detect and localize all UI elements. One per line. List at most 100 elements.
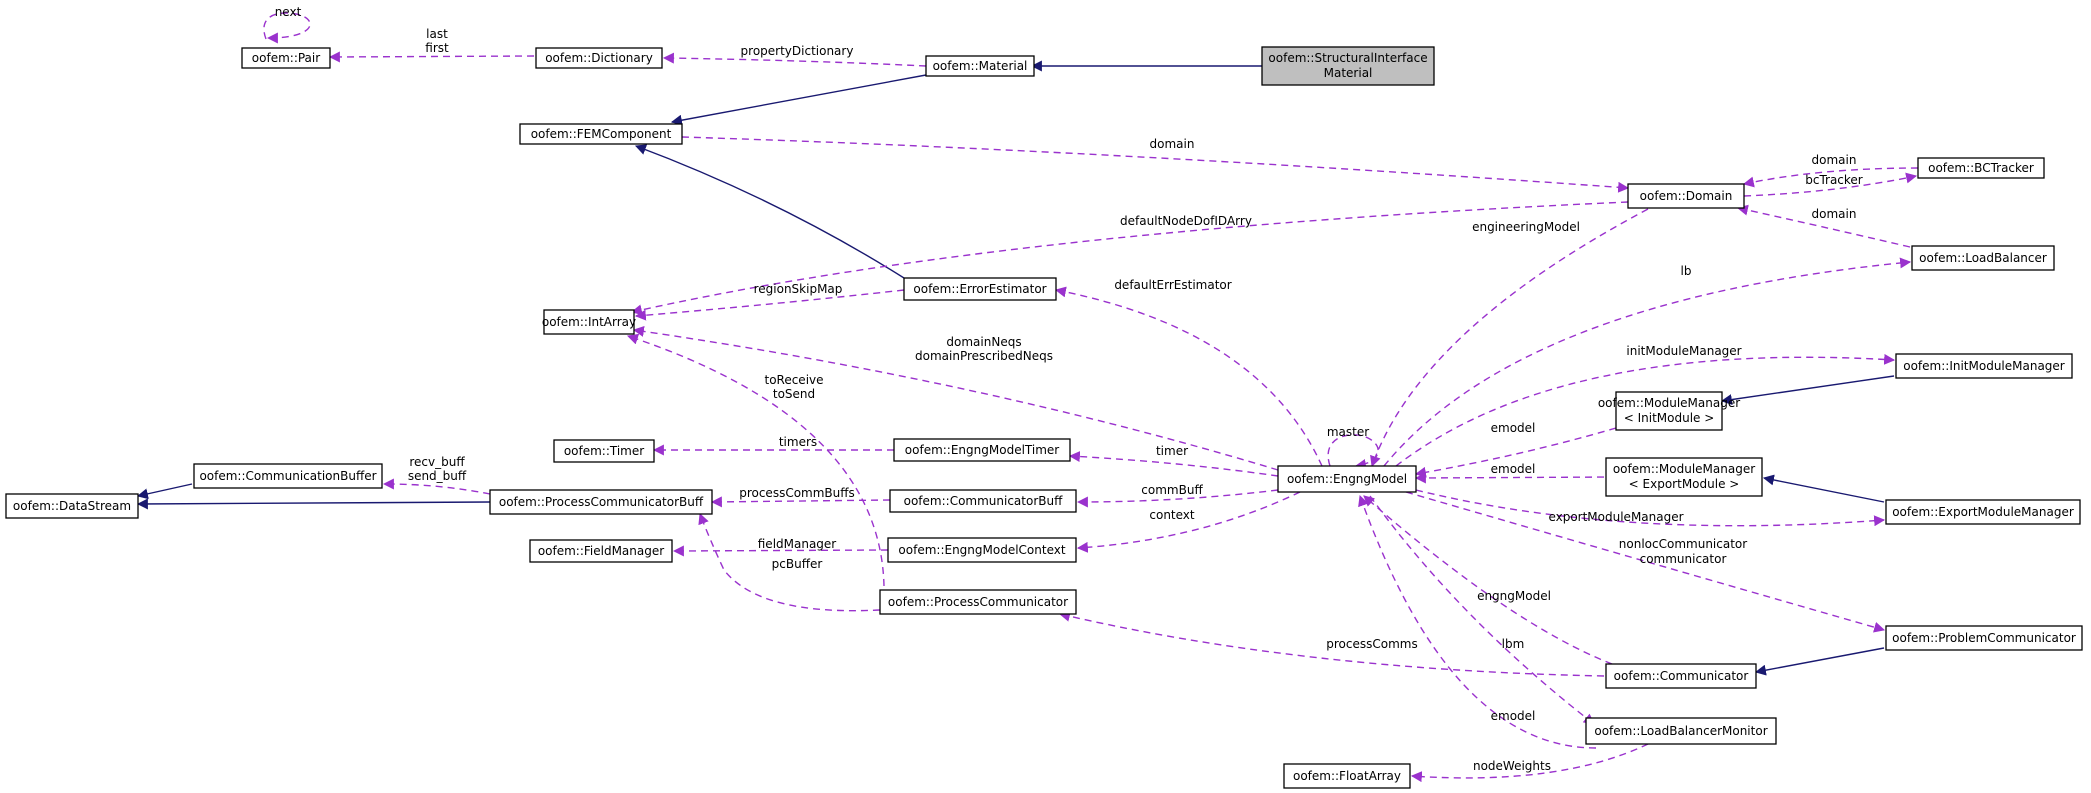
label-send-buff: send_buff	[408, 469, 467, 483]
node-structural-label-line1: oofem::StructuralInterface	[1268, 51, 1427, 65]
edge-exportmm-modulemanager	[1762, 474, 1885, 503]
label-domain-bc: domain	[1812, 153, 1857, 167]
node-floatarray-label: oofem::FloatArray	[1293, 769, 1401, 783]
node-modulemanager-init[interactable]: oofem::ModuleManager < InitModule >	[1598, 391, 1740, 431]
edge-material-dictionary	[662, 52, 927, 67]
edge-domain-engngmodel	[1370, 208, 1649, 468]
edge-engngmodel-problemcomm	[1405, 491, 1886, 633]
node-processcommunicator-label: oofem::ProcessCommunicator	[888, 595, 1068, 609]
edge-pair-self	[263, 12, 311, 44]
node-bctracker-label: oofem::BCTracker	[1928, 161, 2034, 175]
label-process-comm-buffs: processCommBuffs	[739, 486, 855, 500]
node-exportmodulemanager[interactable]: oofem::ExportModuleManager	[1885, 499, 2081, 525]
node-errorestimator-label: oofem::ErrorEstimator	[913, 282, 1046, 296]
node-engngmodel[interactable]: oofem::EngngModel	[1277, 465, 1417, 493]
node-dictionary[interactable]: oofem::Dictionary	[535, 47, 663, 69]
label-last: last	[426, 27, 448, 41]
label-default-err-estimator: defaultErrEstimator	[1114, 278, 1231, 292]
nodes: oofem::Pair oofem::Dictionary oofem::Mat…	[5, 46, 2083, 789]
label-bctracker: bcTracker	[1805, 173, 1863, 187]
node-modulemanager-export[interactable]: oofem::ModuleManager < ExportModule >	[1605, 457, 1763, 497]
edges	[136, 12, 1919, 783]
edge-commbuffer-datastream	[136, 483, 193, 500]
label-property-dictionary: propertyDictionary	[741, 44, 854, 58]
edge-engngmodel-commbuff	[1076, 489, 1279, 508]
label-comm-buff: commBuff	[1141, 483, 1203, 497]
label-lbm: lbm	[1502, 637, 1525, 651]
node-loadbalancermonitor-label: oofem::LoadBalancerMonitor	[1594, 724, 1767, 738]
node-intarray-label: oofem::IntArray	[542, 315, 636, 329]
node-processcommunicator[interactable]: oofem::ProcessCommunicator	[879, 589, 1077, 615]
node-material[interactable]: oofem::Material	[925, 55, 1035, 77]
edge-errorestimator-intarray	[634, 289, 905, 321]
node-structural-label-line2: Material	[1324, 66, 1373, 80]
node-communicator-label: oofem::Communicator	[1614, 669, 1749, 683]
node-engngmodel-label: oofem::EngngModel	[1287, 472, 1407, 486]
node-communicatorbuff[interactable]: oofem::CommunicatorBuff	[889, 489, 1077, 513]
edge-dictionary-pair	[328, 51, 535, 63]
edge-labels: next last first propertyDictionary domai…	[275, 5, 1863, 773]
label-first: first	[425, 41, 449, 55]
node-mm-export-label-line2: < ExportModule >	[1629, 477, 1740, 491]
label-init-module-manager: initModuleManager	[1626, 344, 1741, 358]
label-node-weights: nodeWeights	[1473, 759, 1551, 773]
node-engngmodeltimer-label: oofem::EngngModelTimer	[905, 443, 1059, 457]
node-material-label: oofem::Material	[933, 59, 1028, 73]
label-default-node-dof: defaultNodeDofIDArry	[1120, 214, 1252, 228]
node-processcommunicatorbuff[interactable]: oofem::ProcessCommunicatorBuff	[489, 489, 713, 515]
node-engngmodelcontext[interactable]: oofem::EngngModelContext	[887, 537, 1077, 563]
node-communicator[interactable]: oofem::Communicator	[1605, 663, 1757, 689]
node-pair[interactable]: oofem::Pair	[241, 47, 331, 69]
edge-processcomm-intarray	[626, 333, 885, 587]
node-bctracker[interactable]: oofem::BCTracker	[1917, 157, 2045, 179]
node-timer[interactable]: oofem::Timer	[553, 439, 655, 463]
node-fieldmanager[interactable]: oofem::FieldManager	[529, 539, 673, 563]
edge-engngmodel-self	[1327, 434, 1379, 470]
node-processcommunicatorbuff-label: oofem::ProcessCommunicatorBuff	[499, 495, 704, 509]
edge-errorestimator-femcomponent	[634, 144, 905, 279]
edge-lbm-engngmodel	[1358, 494, 1597, 749]
node-errorestimator[interactable]: oofem::ErrorEstimator	[903, 277, 1057, 301]
node-problemcommunicator[interactable]: oofem::ProblemCommunicator	[1885, 625, 2083, 651]
node-femcomponent[interactable]: oofem::FEMComponent	[519, 123, 683, 145]
node-structural-interface-material[interactable]: oofem::StructuralInterface Material	[1261, 46, 1435, 86]
node-initmodulemanager[interactable]: oofem::InitModuleManager	[1895, 353, 2073, 379]
node-loadbalancer-label: oofem::LoadBalancer	[1919, 251, 2047, 265]
label-to-receive: toReceive	[764, 373, 823, 387]
edge-engngmodel-context	[1076, 491, 1301, 553]
edge-exportmm-engngmodel	[1414, 472, 1617, 484]
label-export-module-manager: exportModuleManager	[1548, 510, 1683, 524]
label-pc-buffer: pcBuffer	[772, 557, 823, 571]
node-problemcommunicator-label: oofem::ProblemCommunicator	[1892, 631, 2076, 645]
node-exportmodulemanager-label: oofem::ExportModuleManager	[1892, 505, 2074, 519]
label-timer: timer	[1156, 444, 1188, 458]
node-datastream[interactable]: oofem::DataStream	[5, 493, 139, 519]
node-mm-init-label-line2: < InitModule >	[1624, 411, 1715, 425]
label-emodel-init: emodel	[1491, 421, 1536, 435]
edge-communicator-processcomm	[1058, 610, 1605, 677]
node-mm-export-label-line1: oofem::ModuleManager	[1613, 462, 1755, 476]
node-pair-label: oofem::Pair	[252, 51, 320, 65]
edge-femcomponent-domain	[681, 136, 1630, 193]
label-emodel-lbm: emodel	[1491, 709, 1536, 723]
edge-domain-intarray	[630, 201, 1629, 316]
node-domain[interactable]: oofem::Domain	[1627, 183, 1745, 209]
node-timer-label: oofem::Timer	[564, 444, 644, 458]
node-loadbalancer[interactable]: oofem::LoadBalancer	[1911, 245, 2055, 271]
edge-material-femcomponent	[670, 74, 927, 126]
edge-communicator-engngmodel	[1363, 495, 1613, 665]
node-engngmodelcontext-label: oofem::EngngModelContext	[898, 543, 1065, 557]
node-communicationbuffer[interactable]: oofem::CommunicationBuffer	[193, 463, 383, 489]
label-emodel-export: emodel	[1491, 462, 1536, 476]
edge-commbuff-pcbuff	[710, 496, 891, 508]
label-process-comms: processComms	[1326, 637, 1417, 651]
edge-engngmodel-loadbalancer	[1383, 257, 1912, 467]
node-loadbalancermonitor[interactable]: oofem::LoadBalancerMonitor	[1585, 717, 1777, 745]
node-floatarray[interactable]: oofem::FloatArray	[1283, 763, 1411, 789]
node-engngmodeltimer[interactable]: oofem::EngngModelTimer	[893, 438, 1071, 462]
edge-engngmodel-lbm	[1369, 495, 1595, 725]
node-intarray[interactable]: oofem::IntArray	[542, 309, 636, 335]
edge-engngmodel-exportmm	[1415, 489, 1886, 527]
edge-pcbuff-datastream	[136, 498, 491, 510]
